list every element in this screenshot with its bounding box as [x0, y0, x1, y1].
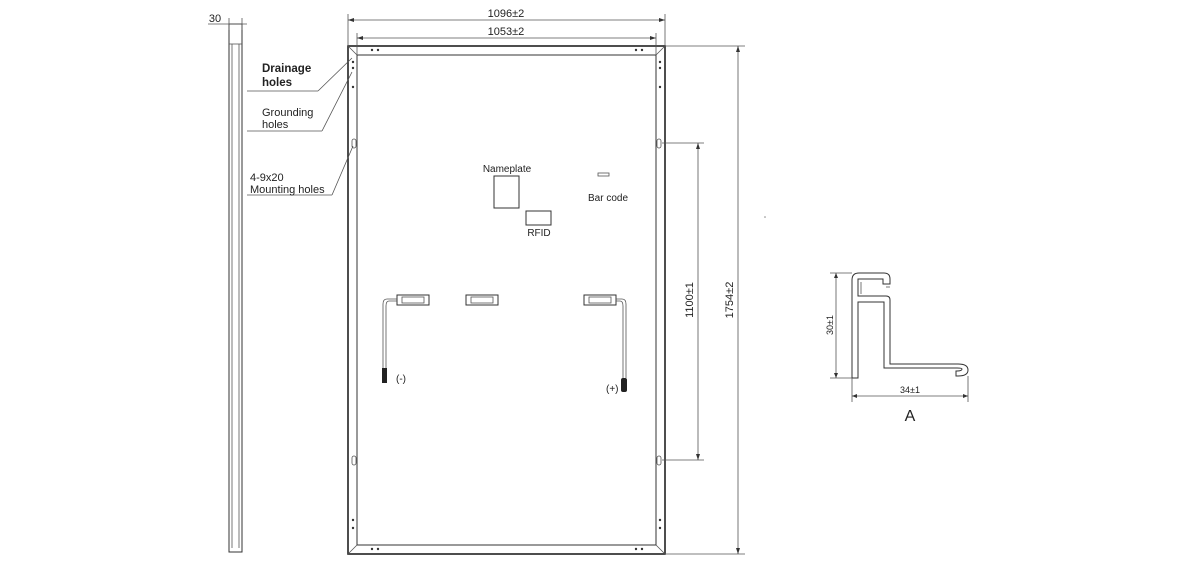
barcode-box: [597, 172, 610, 177]
mount-hole-bl: [351, 455, 357, 466]
mount-hole-tr: [656, 138, 662, 149]
mount-hole-tl: [351, 138, 357, 149]
nameplate-box: [493, 175, 520, 209]
height-label: 1754±2: [724, 282, 736, 319]
mounting-label-1: 4-9x20: [250, 172, 284, 184]
drainage-leader-d: [317, 57, 353, 92]
junction-box-right: [583, 294, 617, 306]
cable-negative-2: [385, 300, 397, 368]
width-outer-label: 1096±2: [488, 8, 525, 20]
nameplate-label: Nameplate: [483, 164, 532, 175]
cable-negative: [382, 298, 397, 368]
drawing-speck: [764, 216, 766, 218]
side-view: 30: [208, 13, 247, 553]
side-profile-outer: [228, 23, 243, 553]
corner-br: [655, 544, 666, 555]
frame-inner: [356, 54, 657, 546]
barcode-label: Bar code: [588, 193, 628, 204]
front-view: 1096±2 1053±2 1754±2 1100±1: [247, 8, 745, 555]
drainage-label-1: Drainage: [262, 63, 311, 75]
junction-box-left-inner: [401, 296, 425, 304]
edge-holes: [351, 48, 662, 551]
width-inner-label: 1053±2: [488, 26, 525, 38]
frame-outer: [347, 45, 666, 555]
mount-hole-br: [656, 455, 662, 466]
corner-bl: [347, 544, 358, 555]
grounding-leader-d: [321, 71, 353, 132]
junction-box-middle-inner: [470, 296, 494, 304]
thickness-label: 30: [209, 13, 221, 25]
drainage-label-2: holes: [262, 77, 292, 89]
cable-positive-2: [616, 300, 624, 378]
positive-label: (+): [606, 384, 619, 395]
rfid-label: RFID: [527, 228, 550, 239]
mounting-leader-d: [331, 145, 354, 196]
junction-box-left: [396, 294, 430, 306]
rfid-box: [525, 210, 552, 226]
grounding-label-2: holes: [262, 119, 289, 131]
corner-tl: [347, 45, 358, 56]
corner-tr: [655, 45, 666, 56]
grounding-label-1: Grounding: [262, 107, 313, 119]
section-height-label: 30±1: [825, 315, 835, 335]
connector-negative: [382, 368, 387, 383]
section-label: A: [905, 408, 916, 425]
connector-positive: [621, 378, 627, 392]
junction-box-right-inner: [588, 296, 612, 304]
negative-label: (-): [396, 374, 406, 385]
section-width-label: 34±1: [900, 385, 920, 395]
mounting-label-2: Mounting holes: [250, 184, 325, 196]
cable-positive: [616, 298, 627, 378]
junction-box-middle: [465, 294, 499, 306]
section-view: 30±1 34±1 A: [825, 272, 969, 425]
mount-spacing-label: 1100±1: [684, 282, 696, 318]
frame-profile: [851, 272, 969, 379]
